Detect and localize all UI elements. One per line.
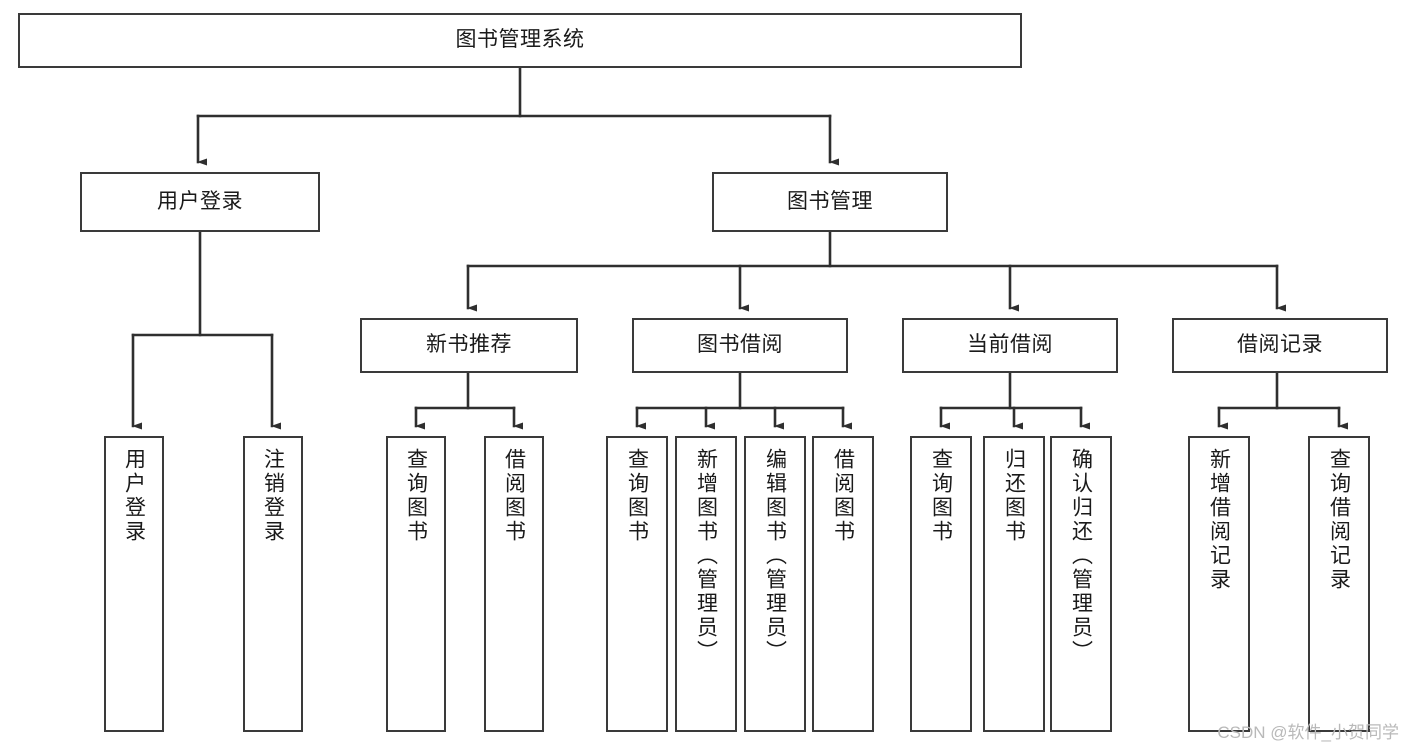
node-leaf-return-book-label: 归还图书: [1002, 448, 1026, 544]
node-user-login[interactable]: 用户登录: [80, 172, 320, 232]
node-leaf-query-record[interactable]: 查询借阅记录: [1308, 436, 1370, 732]
node-leaf-borrow-book-1[interactable]: 借阅图书: [484, 436, 544, 732]
node-leaf-query-book-1-label: 查询图书: [404, 448, 428, 544]
node-leaf-borrow-book-1-label: 借阅图书: [502, 448, 526, 544]
node-new-book-recommend[interactable]: 新书推荐: [360, 318, 578, 373]
node-leaf-add-record[interactable]: 新增借阅记录: [1188, 436, 1250, 732]
node-leaf-add-book[interactable]: 新增图书（管理员）: [675, 436, 737, 732]
node-current-borrow[interactable]: 当前借阅: [902, 318, 1118, 373]
node-leaf-confirm-return[interactable]: 确认归还（管理员）: [1050, 436, 1112, 732]
node-book-manage-label: 图书管理: [787, 189, 873, 213]
node-leaf-user-login-label: 用户登录: [122, 448, 146, 544]
node-leaf-user-logout-label: 注销登录: [261, 448, 285, 544]
node-book-manage[interactable]: 图书管理: [712, 172, 948, 232]
watermark-text: CSDN @软件_小贺同学: [1217, 723, 1399, 742]
node-leaf-query-book-1[interactable]: 查询图书: [386, 436, 446, 732]
node-leaf-borrow-book-2[interactable]: 借阅图书: [812, 436, 874, 732]
node-leaf-query-record-label: 查询借阅记录: [1327, 448, 1351, 592]
node-user-login-label: 用户登录: [157, 189, 243, 213]
node-leaf-edit-book-label: 编辑图书（管理员）: [763, 448, 787, 664]
node-root[interactable]: 图书管理系统: [18, 13, 1022, 68]
node-leaf-user-login[interactable]: 用户登录: [104, 436, 164, 732]
node-leaf-edit-book[interactable]: 编辑图书（管理员）: [744, 436, 806, 732]
node-new-book-recommend-label: 新书推荐: [426, 333, 512, 357]
node-leaf-user-logout[interactable]: 注销登录: [243, 436, 303, 732]
node-leaf-query-book-2-label: 查询图书: [625, 448, 649, 544]
node-borrow-record[interactable]: 借阅记录: [1172, 318, 1388, 373]
node-leaf-query-book-3[interactable]: 查询图书: [910, 436, 972, 732]
node-leaf-query-book-2[interactable]: 查询图书: [606, 436, 668, 732]
node-book-borrow-label: 图书借阅: [697, 333, 783, 357]
node-root-label: 图书管理系统: [455, 28, 585, 52]
node-leaf-query-book-3-label: 查询图书: [929, 448, 953, 544]
node-leaf-confirm-return-label: 确认归还（管理员）: [1069, 448, 1093, 664]
node-leaf-add-record-label: 新增借阅记录: [1207, 448, 1231, 592]
node-book-borrow[interactable]: 图书借阅: [632, 318, 848, 373]
node-borrow-record-label: 借阅记录: [1237, 333, 1323, 357]
node-leaf-borrow-book-2-label: 借阅图书: [831, 448, 855, 544]
node-current-borrow-label: 当前借阅: [967, 333, 1053, 357]
node-leaf-add-book-label: 新增图书（管理员）: [694, 448, 718, 664]
node-leaf-return-book[interactable]: 归还图书: [983, 436, 1045, 732]
